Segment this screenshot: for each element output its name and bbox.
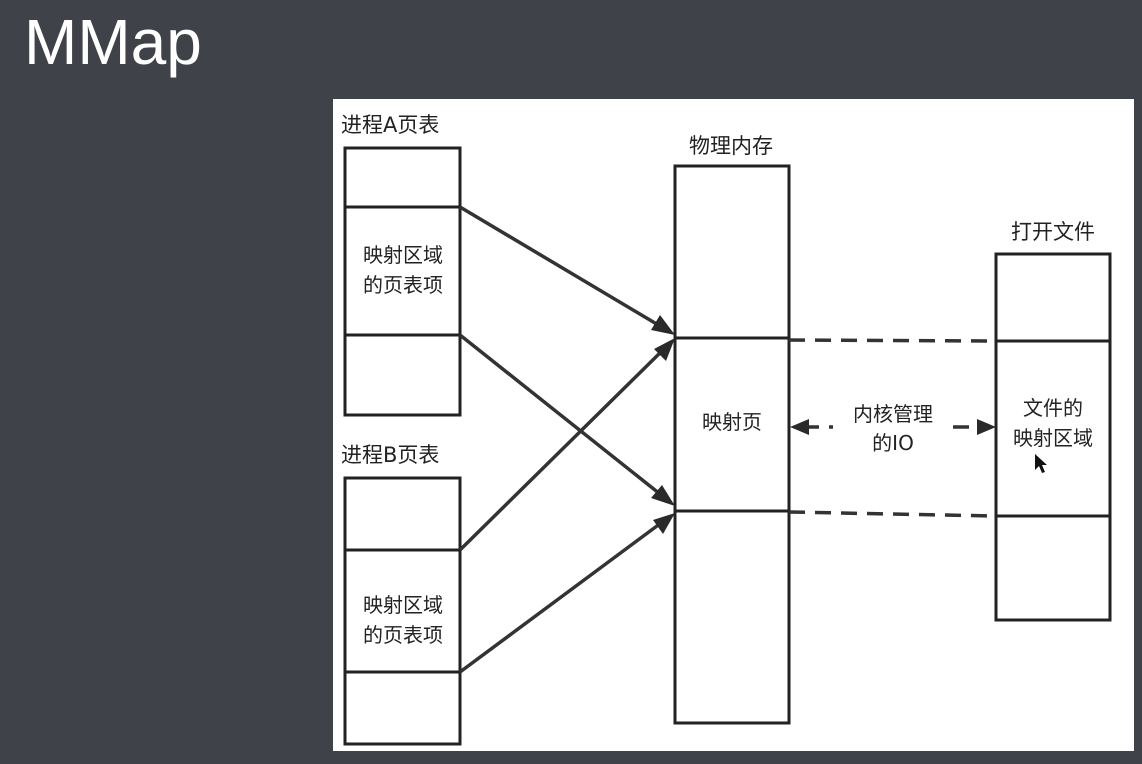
arrow-head-process-b-top [654, 338, 675, 361]
physical-memory-block [673, 164, 791, 725]
process-b-mapped-entry-label-line1: 映射区域 [363, 593, 443, 617]
process-a-mapped-entry-label-line2: 的页表项 [363, 273, 443, 297]
open-file-mapped-region-label-line1: 文件的 [1023, 396, 1083, 420]
physical-memory-title: 物理内存 [689, 134, 773, 158]
mmap-diagram-canvas: 进程A页表 映射区域 的页表项 进程B页表 映射区域 的页表项 物理内存 映射页… [341, 113, 1112, 746]
arrow-head-process-b-bottom [653, 513, 675, 534]
arrow-process-a-top-to-memory-top [459, 205, 666, 331]
arrow-process-b-top-to-memory-top [458, 345, 668, 552]
open-file-title: 打开文件 [1011, 220, 1095, 244]
kernel-io-label-line1: 内核管理 [853, 402, 933, 426]
arrow-head-process-a-bottom [651, 485, 675, 506]
kernel-io-right-arrow-icon [977, 419, 996, 435]
open-file-block [994, 252, 1112, 622]
arrow-head-process-a-top [651, 315, 675, 335]
mmap-diagram: 进程A页表 映射区域 的页表项 进程B页表 映射区域 的页表项 物理内存 映射页… [333, 99, 1134, 751]
physical-memory-mapped-page-label: 映射页 [702, 410, 762, 434]
arrow-process-b-bottom-to-memory-bottom [458, 518, 667, 674]
kernel-io-left-arrow-icon [790, 419, 809, 435]
process-a-page-table [343, 146, 462, 417]
open-file-mapped-region-label-line2: 映射区域 [1013, 426, 1093, 450]
process-a-mapped-entry-label-line1: 映射区域 [363, 243, 443, 267]
kernel-io-label-line2: 的IO [872, 431, 914, 455]
process-b-page-table-title: 进程B页表 [341, 443, 439, 467]
process-b-mapped-entry-label-line2: 的页表项 [363, 623, 443, 647]
process-b-page-table [343, 476, 462, 746]
arrow-process-a-bottom-to-memory-bottom [458, 333, 667, 500]
mouse-pointer-icon [1035, 454, 1047, 473]
slide-title: MMap [24, 6, 202, 78]
process-a-page-table-title: 进程A页表 [341, 113, 439, 137]
dashed-line-memory-file-bottom [788, 510, 997, 518]
dashed-line-memory-file-top [788, 338, 997, 343]
